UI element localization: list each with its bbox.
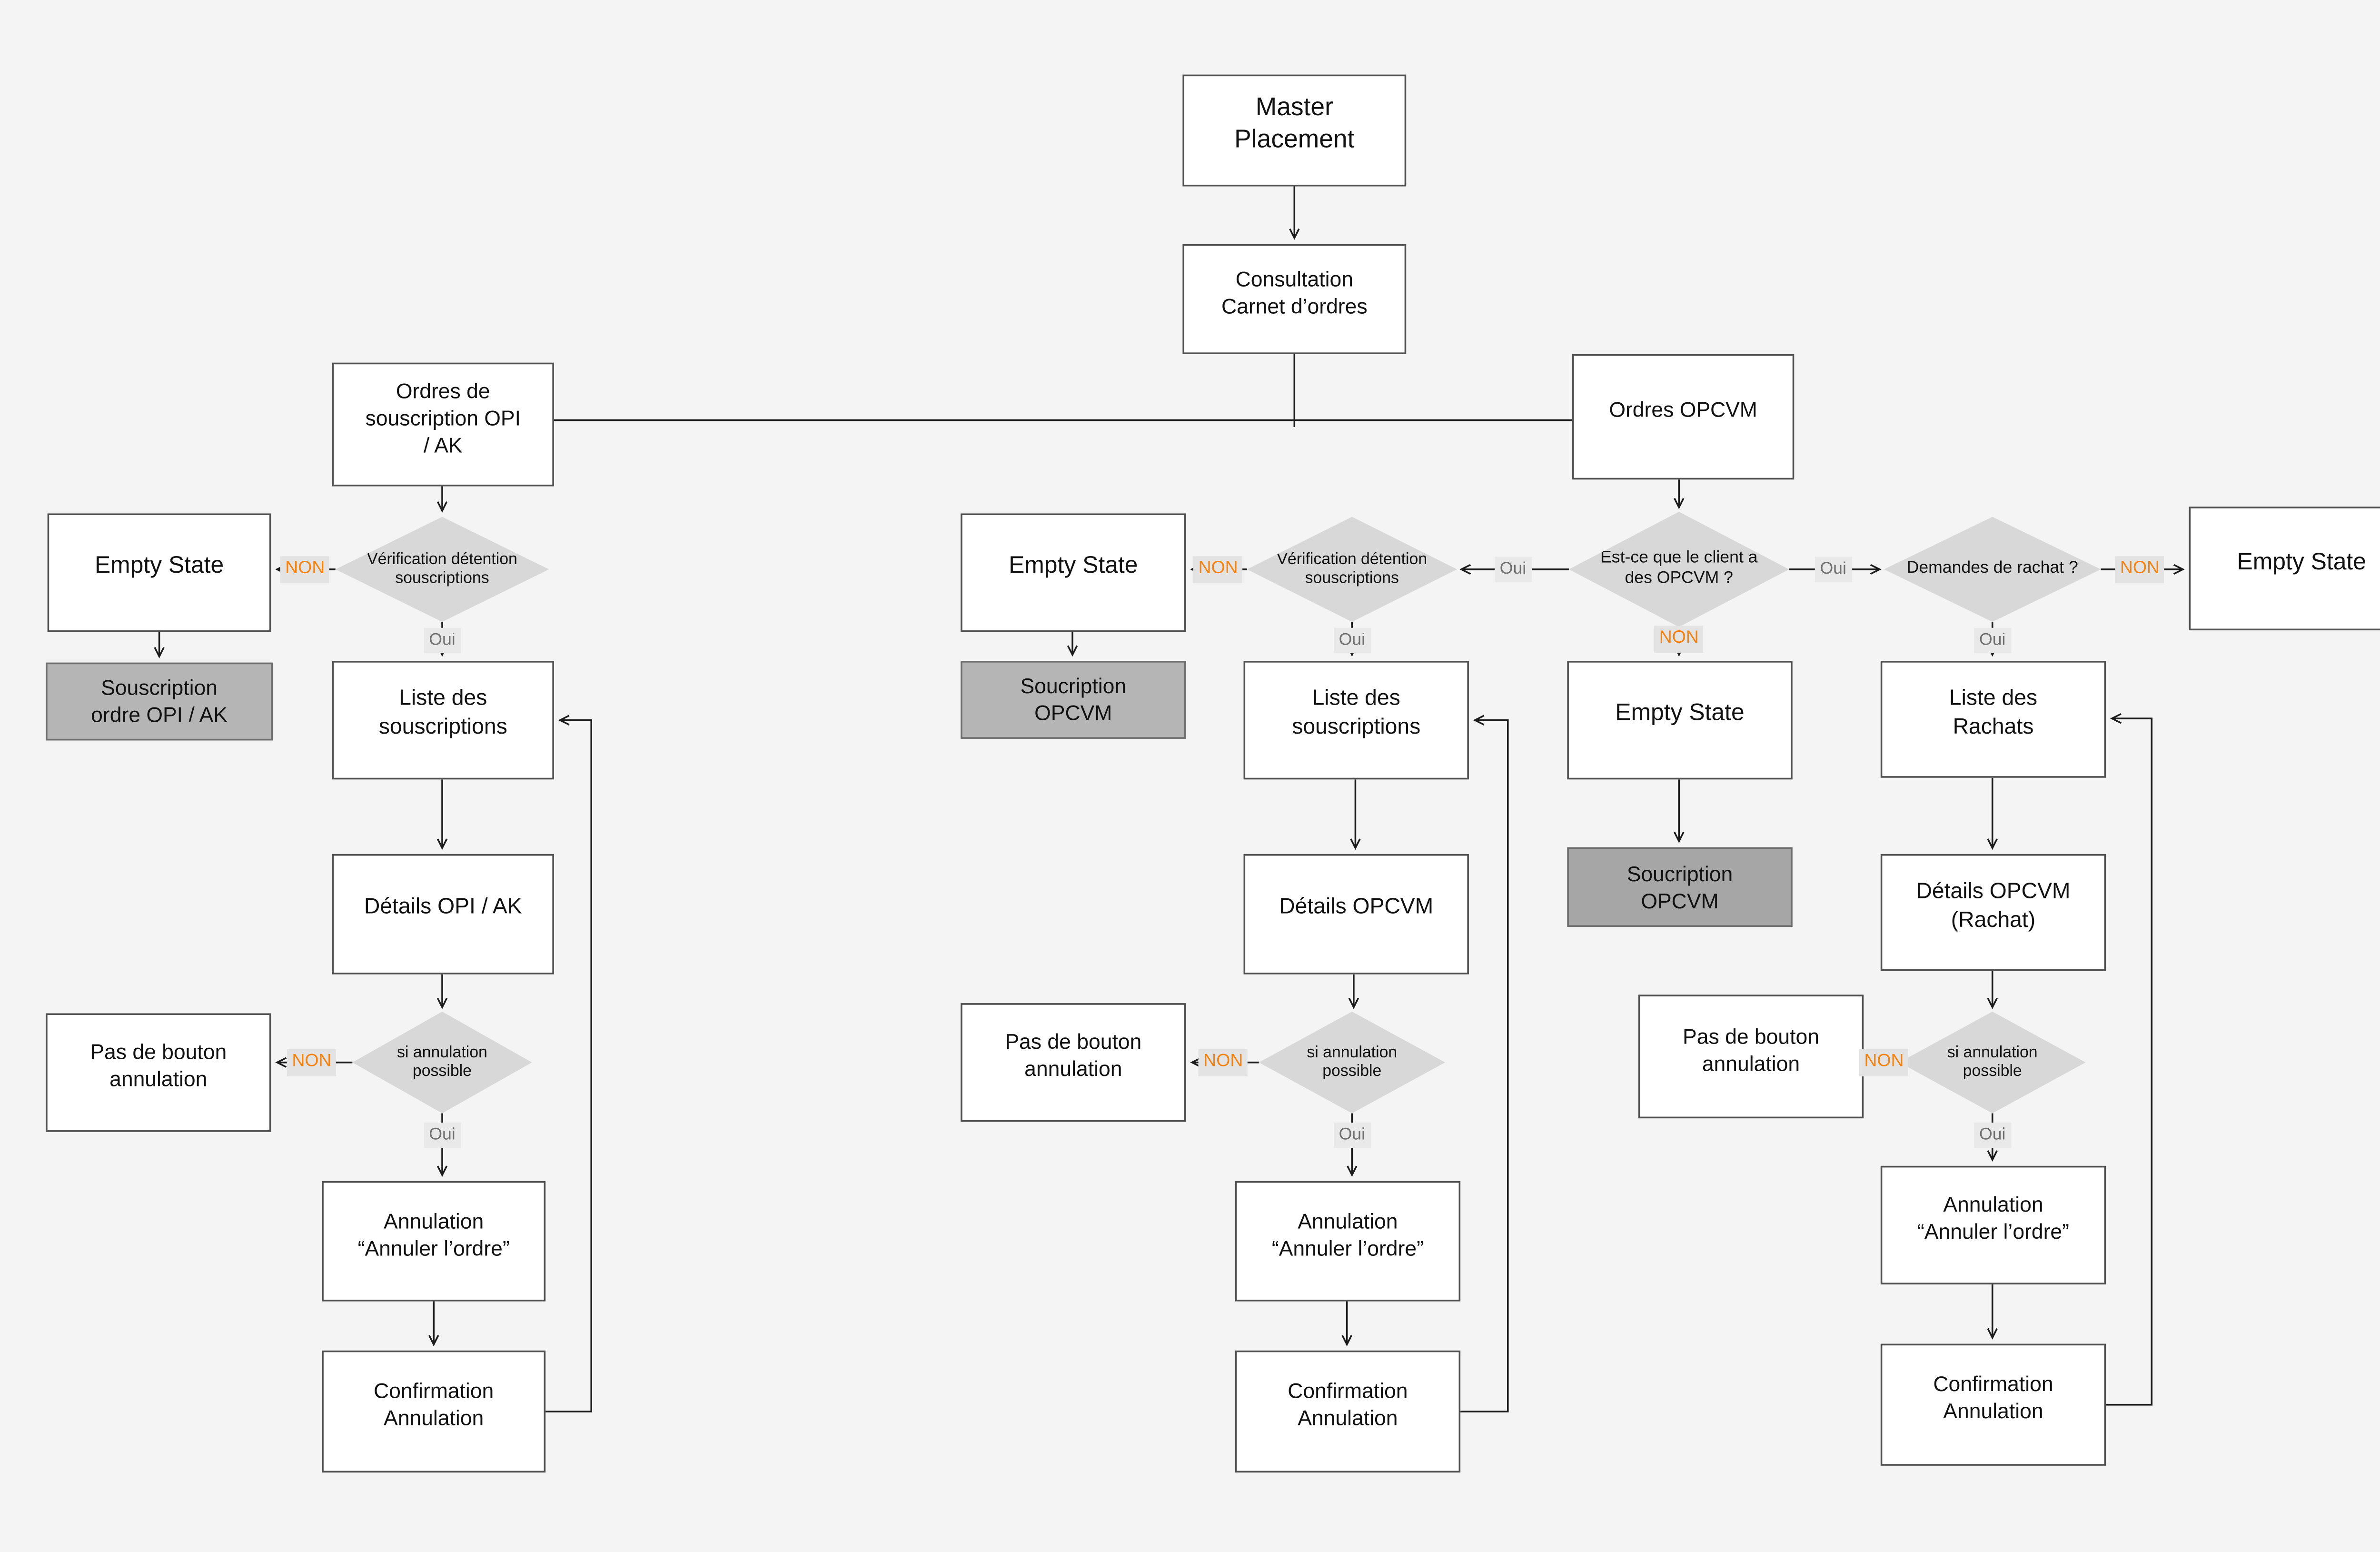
node-empty-state-1: Empty State (47, 513, 271, 632)
node-annulation-annuler-ordre-1-label: Annulation “Annuler l’ordre” (357, 1209, 510, 1260)
node-annulation-annuler-ordre-2-label: Annulation “Annuler l’ordre” (1271, 1209, 1424, 1260)
node-confirmation-annulation-1: Confirmation Annulation (322, 1350, 546, 1473)
node-pas-bouton-annulation-3-label: Pas de bouton annulation (1683, 1024, 1820, 1075)
decision-si-annulation-2-label: si annulation possible (1307, 1043, 1398, 1081)
node-soucription-opcvm-2-label: Soucription OPCVM (1626, 861, 1733, 913)
node-empty-state-3: Empty State (1567, 661, 1793, 780)
edge-label-oui-8: Oui (1974, 1123, 2011, 1148)
node-master-placement-label: Master Placement (1234, 92, 1355, 154)
edge-label-non-6: NON (2115, 556, 2165, 583)
edge-label-oui-5: Oui (1333, 1123, 1370, 1148)
decision-verification-detention-2-label: Vérification détention souscriptions (1277, 550, 1428, 588)
node-consultation-carnet: Consultation Carnet d’ordres (1182, 244, 1407, 354)
edge-label-non-2: NON (287, 1049, 337, 1076)
edge-label-non-3: NON (1193, 556, 1243, 583)
node-details-opcvm: Détails OPCVM (1243, 854, 1469, 975)
node-master-placement: Master Placement (1182, 74, 1407, 187)
edge-label-oui-7: Oui (1974, 627, 2011, 654)
node-confirmation-annulation-1-label: Confirmation Annulation (374, 1379, 494, 1431)
node-ordres-opi-ak: Ordres de souscription OPI / AK (332, 362, 554, 487)
decision-si-annulation-1-label: si annulation possible (397, 1043, 487, 1081)
node-details-opi-ak: Détails OPI / AK (332, 854, 554, 975)
edge-label-oui-4: Oui (1333, 627, 1370, 654)
node-liste-souscriptions-1: Liste des souscriptions (332, 661, 554, 780)
node-pas-bouton-annulation-3: Pas de bouton annulation (1638, 995, 1864, 1119)
node-annulation-annuler-ordre-1: Annulation “Annuler l’ordre” (322, 1181, 546, 1302)
node-empty-state-1-label: Empty State (94, 551, 224, 578)
node-ordres-opi-ak-label: Ordres de souscription OPI / AK (365, 378, 521, 457)
node-details-opcvm-label: Détails OPCVM (1279, 893, 1434, 919)
node-confirmation-annulation-3: Confirmation Annulation (1880, 1343, 2106, 1466)
node-details-opcvm-rachat-label: Détails OPCVM (Rachat) (1916, 877, 2071, 931)
node-confirmation-annulation-2-label: Confirmation Annulation (1288, 1379, 1408, 1431)
edge-label-oui-2: Oui (424, 1123, 461, 1148)
node-soucription-opcvm-1-label: Soucription OPCVM (1020, 674, 1127, 726)
edge-label-non-5: NON (1654, 626, 1704, 652)
node-liste-souscriptions-1-label: Liste des souscriptions (378, 685, 507, 739)
node-souscription-ordre-opi: Souscription ordre OPI / AK (46, 662, 273, 741)
node-liste-souscriptions-2-label: Liste des souscriptions (1292, 685, 1421, 739)
node-confirmation-annulation-2: Confirmation Annulation (1235, 1350, 1461, 1473)
decision-si-annulation-3-label: si annulation possible (1947, 1043, 2038, 1081)
edge-label-oui-3: Oui (1495, 557, 1531, 582)
node-empty-state-4: Empty State (2189, 507, 2380, 631)
decision-client-a-opcvm-label: Est-ce que le client a des OPCVM ? (1600, 549, 1758, 588)
edge-loop1-confirm1-liste1 (545, 715, 592, 1413)
node-empty-state-3-label: Empty State (1615, 698, 1745, 726)
decision-verification-detention-1-label: Vérification détention souscriptions (367, 550, 517, 588)
node-ordres-opcvm-label: Ordres OPCVM (1609, 398, 1757, 422)
node-soucription-opcvm-2: Soucription OPCVM (1567, 847, 1793, 927)
node-annulation-annuler-ordre-2: Annulation “Annuler l’ordre” (1235, 1181, 1461, 1302)
node-annulation-annuler-ordre-3-label: Annulation “Annuler l’ordre” (1917, 1193, 2070, 1244)
node-ordres-opcvm: Ordres OPCVM (1572, 354, 1795, 480)
edge-label-non-4: NON (1198, 1049, 1249, 1076)
edge-label-non-7: NON (1859, 1049, 1909, 1076)
node-pas-bouton-annulation-2: Pas de bouton annulation (961, 1003, 1186, 1122)
node-details-opcvm-rachat: Détails OPCVM (Rachat) (1880, 854, 2106, 971)
node-souscription-ordre-opi-label: Souscription ordre OPI / AK (91, 676, 228, 727)
node-annulation-annuler-ordre-3: Annulation “Annuler l’ordre” (1880, 1165, 2106, 1284)
edge-label-non-1: NON (280, 556, 330, 583)
node-empty-state-2: Empty State (961, 513, 1186, 632)
node-pas-bouton-annulation-1: Pas de bouton annulation (46, 1013, 271, 1132)
node-details-opi-ak-label: Détails OPI / AK (364, 893, 522, 919)
edge-loop2-confirm2-liste2 (1460, 715, 1509, 1413)
edge-label-oui-6: Oui (1815, 557, 1852, 582)
node-liste-rachats-label: Liste des Rachats (1949, 684, 2038, 738)
node-consultation-carnet-label: Consultation Carnet d’ordres (1221, 267, 1368, 318)
node-liste-rachats: Liste des Rachats (1880, 661, 2106, 778)
node-soucription-opcvm-1: Soucription OPCVM (961, 661, 1186, 739)
decision-demandes-rachat-label: Demandes de rachat ? (1906, 559, 2078, 578)
node-pas-bouton-annulation-2-label: Pas de bouton annulation (1005, 1030, 1142, 1081)
edge-label-oui-1: Oui (424, 627, 461, 654)
node-pas-bouton-annulation-1-label: Pas de bouton annulation (90, 1040, 227, 1092)
node-confirmation-annulation-3-label: Confirmation Annulation (1933, 1373, 2053, 1423)
node-empty-state-2-label: Empty State (1009, 551, 1138, 578)
edge-loop3-confirm3-liste3 (2106, 713, 2153, 1406)
node-liste-souscriptions-2: Liste des souscriptions (1243, 661, 1469, 780)
node-empty-state-4-label: Empty State (2237, 547, 2367, 574)
